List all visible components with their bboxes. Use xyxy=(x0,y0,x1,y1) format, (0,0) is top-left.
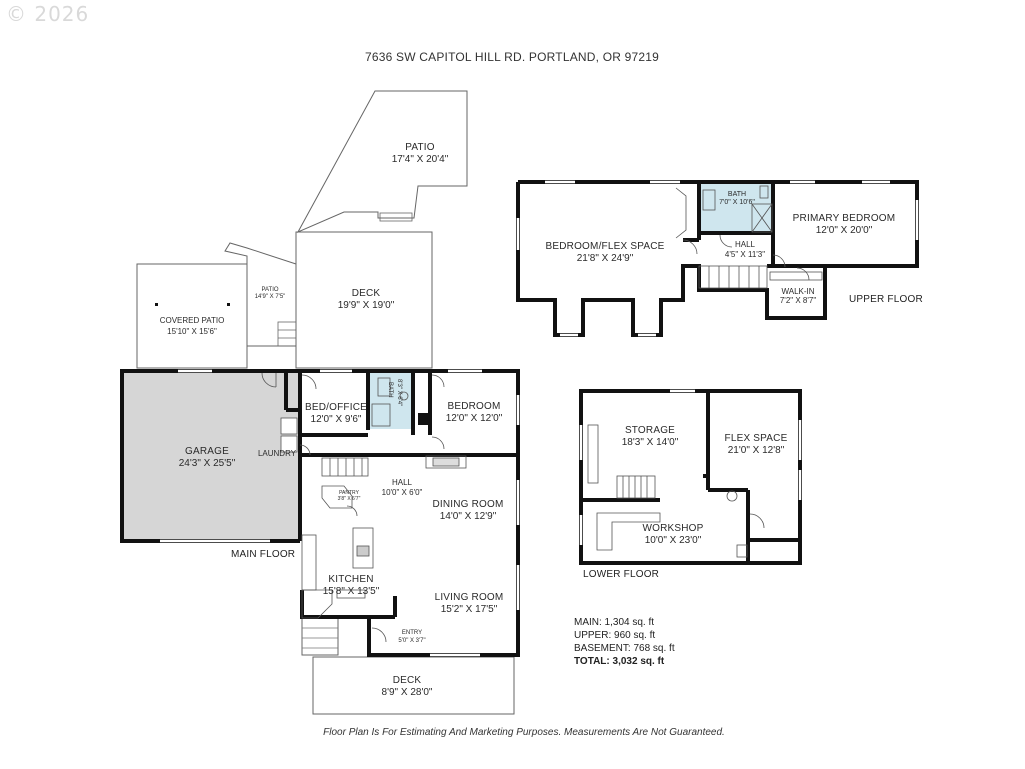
hall-main-name: HALL xyxy=(391,478,413,487)
living-name: LIVING ROOM xyxy=(434,592,504,603)
deck-top-dims: 19'9" X 19'0" xyxy=(337,300,395,311)
bed-office-name: BED/OFFICE xyxy=(304,402,368,413)
stat-basement: BASEMENT: 768 sq. ft xyxy=(574,643,675,654)
upper-floor-label: UPPER FLOOR xyxy=(849,294,923,305)
main-stairs xyxy=(321,455,467,477)
bath-upper-name: BATH xyxy=(727,191,747,198)
patio-post xyxy=(155,303,158,306)
lower-fixtures xyxy=(587,424,765,558)
living-dims: 15'2" X 17'5" xyxy=(440,604,498,615)
flex-space-dims: 21'0" X 12'8" xyxy=(727,445,785,456)
dining-name: DINING ROOM xyxy=(432,499,504,510)
walk-in-name: WALK-IN xyxy=(781,287,815,296)
patio-top-dims: 17'4" X 20'4" xyxy=(391,154,449,165)
covered-patio-dims: 15'10" X 15'6" xyxy=(167,327,217,336)
bath-upper-dims: 7'0" X 10'6" xyxy=(719,199,755,206)
area-summary: MAIN: 1,304 sq. ft UPPER: 960 sq. ft BAS… xyxy=(574,616,675,668)
property-address: 7636 SW CAPITOL HILL RD. PORTLAND, OR 97… xyxy=(364,50,660,64)
workshop-name: WORKSHOP xyxy=(642,523,704,534)
patio-small-name: PATIO xyxy=(261,287,279,293)
hall-upper-dims: 4'5" X 11'3" xyxy=(724,250,766,259)
walk-in-dims: 7'2" X 8'7" xyxy=(779,296,817,305)
primary-bedroom-dims: 12'0" X 20'0" xyxy=(815,225,873,236)
bath-upper-fill xyxy=(699,183,773,233)
patio-post xyxy=(227,303,230,306)
disclaimer: Floor Plan Is For Estimating And Marketi… xyxy=(323,727,725,738)
pantry-name: PANTRY xyxy=(339,490,359,496)
bed-office-dims: 12'0" X 9'6" xyxy=(310,414,362,425)
workshop-dims: 10'0" X 23'0" xyxy=(644,535,702,546)
patio-top-outline xyxy=(296,90,468,234)
lower-floor-label: LOWER FLOOR xyxy=(583,569,660,580)
deck-bottom-dims: 8'9" X 28'0" xyxy=(381,687,433,698)
stat-total: TOTAL: 3,032 sq. ft xyxy=(574,656,665,667)
patio-top-name: PATIO xyxy=(405,142,435,153)
bedroom-flex-name: BEDROOM/FLEX SPACE xyxy=(545,241,665,252)
entry-steps xyxy=(301,617,339,656)
lower-windows xyxy=(579,389,802,545)
bath-main-name: BATH xyxy=(387,382,393,398)
watermark: © 2026 xyxy=(6,2,90,26)
bedroom-dims: 12'0" X 12'0" xyxy=(445,413,503,424)
garage-fill xyxy=(123,371,300,541)
entry-dims: 5'0" X 3'7" xyxy=(398,638,426,644)
pantry-dims: 3'8" X 6'7" xyxy=(337,496,361,502)
upper-windows xyxy=(516,180,919,337)
covered-patio-name: COVERED PATIO xyxy=(159,316,225,325)
hall-main-dims: 10'0" X 6'0" xyxy=(381,488,423,497)
patio-small-outline xyxy=(224,242,297,347)
primary-bedroom-name: PRIMARY BEDROOM xyxy=(792,213,896,224)
laundry-name: LAUNDRY xyxy=(257,449,297,458)
storage-dims: 18'3" X 14'0" xyxy=(621,437,679,448)
deck-top-name: DECK xyxy=(351,288,381,299)
garage-name: GARAGE xyxy=(185,446,229,457)
stat-main: MAIN: 1,304 sq. ft xyxy=(574,617,655,628)
main-windows xyxy=(160,369,520,657)
deck-bottom-name: DECK xyxy=(392,675,422,686)
patio-small-dims: 14'9" X 7'5" xyxy=(254,294,286,300)
dining-dims: 14'0" X 12'9" xyxy=(439,511,497,522)
stat-upper: UPPER: 960 sq. ft xyxy=(574,630,656,641)
kitchen-fixtures xyxy=(301,377,409,619)
bedroom-name: BEDROOM xyxy=(447,401,501,412)
entry-name: ENTRY xyxy=(401,630,423,636)
upper-fixtures xyxy=(675,185,823,289)
hall-upper-name: HALL xyxy=(734,240,756,249)
storage-name: STORAGE xyxy=(624,425,676,436)
main-door-swings xyxy=(261,372,445,643)
garage-dims: 24'3" X 25'5" xyxy=(178,458,236,469)
bath-main-dims: 8'3" X 6'4" xyxy=(396,379,402,407)
flex-space-name: FLEX SPACE xyxy=(724,433,788,444)
bedroom-flex-dims: 21'8" X 24'9" xyxy=(576,253,634,264)
entry-steps-lines xyxy=(302,627,338,649)
laundry-appliances xyxy=(280,417,298,453)
patio-steps xyxy=(277,212,413,347)
bath-main-fill xyxy=(370,371,413,429)
kitchen-dims: 15'8" X 13'5" xyxy=(322,586,380,597)
kitchen-name: KITCHEN xyxy=(328,574,374,585)
main-floor-label: MAIN FLOOR xyxy=(231,549,296,560)
